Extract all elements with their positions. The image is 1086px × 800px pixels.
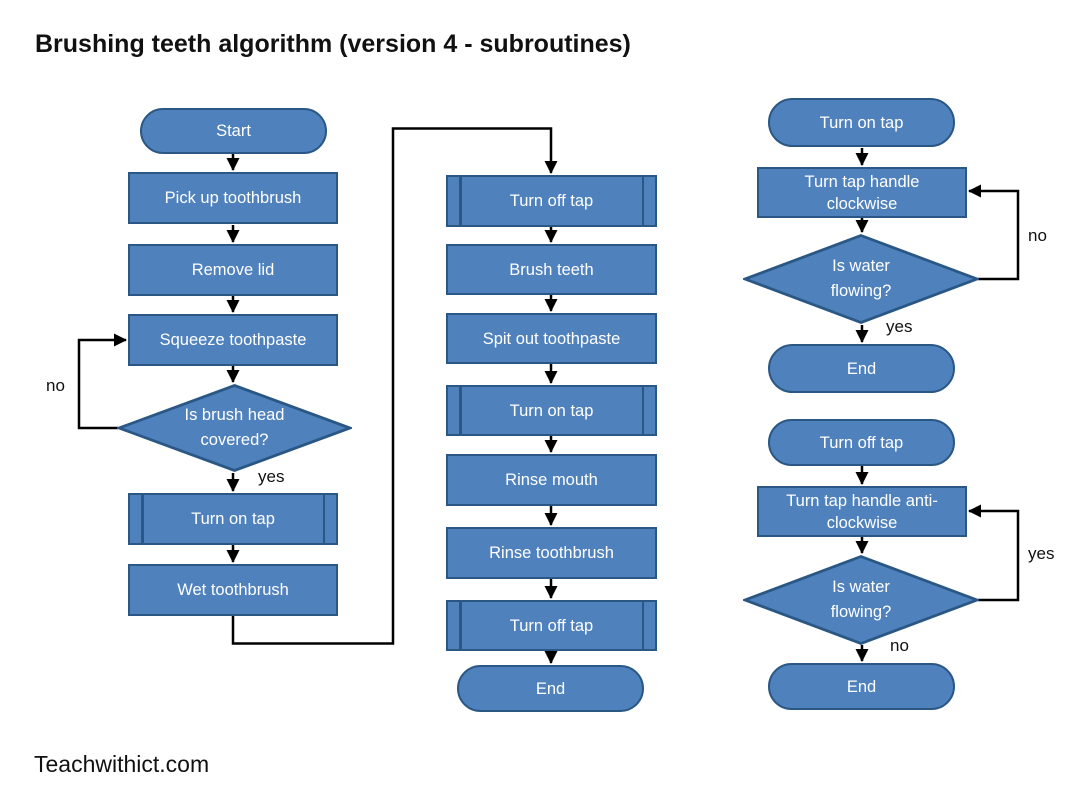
edge-label-no-main: no [46,376,65,395]
subroutine-call-turn-off-tap-1: Turn off tap [446,175,657,227]
decision-diamond-shape [117,384,352,472]
decision-diamond-shape [743,234,979,324]
process-brush-teeth: Brush teeth [446,244,657,295]
arrow-decision1-no-loop [77,333,127,430]
arrow-sub1-decision-no-loop [968,184,1020,281]
page-title: Brushing teeth algorithm (version 4 - su… [35,30,631,58]
process-squeeze-toothpaste: Squeeze toothpaste [128,314,338,366]
process-wet-toothbrush: Wet toothbrush [128,564,338,616]
subroutine-call-turn-off-tap-2-label: Turn off tap [509,616,594,635]
process-remove-lid: Remove lid [128,244,338,296]
arrow-wet-to-turnofftap1 [231,127,558,645]
decision-is-water-flowing-1: Is water flowing? [743,234,979,324]
process-turn-tap-handle-anticlockwise: Turn tap handle anti-clockwise [757,486,967,537]
edge-label-yes-sub1: yes [886,317,913,336]
subroutine-call-turn-on-tap-1-label: Turn on tap [191,510,275,528]
terminator-sub2-turn-off-tap-label: Turn off tap [819,433,904,452]
process-spit-out-toothpaste-label: Spit out toothpaste [482,329,621,348]
process-rinse-mouth: Rinse mouth [446,454,657,506]
terminator-end-main-label: End [535,679,566,698]
edge-label-yes-sub2: yes [1028,544,1055,563]
process-squeeze-toothpaste-label: Squeeze toothpaste [159,331,307,349]
process-rinse-toothbrush: Rinse toothbrush [446,527,657,579]
decision-diamond-shape [743,555,979,645]
process-rinse-toothbrush-label: Rinse toothbrush [489,544,614,562]
decision-is-water-flowing-2: Is water flowing? [743,555,979,645]
process-turn-tap-handle-clockwise-label: Turn tap handle clockwise [804,172,920,213]
process-spit-out-toothpaste: Spit out toothpaste [446,313,657,364]
subroutine-call-turn-off-tap-2: Turn off tap [446,600,657,651]
terminator-start-label: Start [216,122,251,140]
decision-is-brush-head-covered: Is brush head covered? [117,384,352,472]
decision-is-water-flowing-2-label: Is water flowing? [830,578,892,621]
process-rinse-mouth-label: Rinse mouth [505,471,598,489]
edge-label-no-sub1: no [1028,226,1047,245]
footer-watermark: Teachwithict.com [34,751,210,777]
decision-is-water-flowing-1-label: Is water flowing? [830,257,892,300]
terminator-sub1-turn-on-tap: Turn on tap [768,98,955,147]
process-turn-tap-handle-clockwise: Turn tap handle clockwise [757,167,967,218]
process-wet-toothbrush-label: Wet toothbrush [177,581,289,599]
edge-label-no-sub2: no [890,636,909,655]
subroutine-call-turn-on-tap-2: Turn on tap [446,385,657,436]
terminator-sub1-turn-on-tap-label: Turn on tap [819,113,904,132]
terminator-sub2-turn-off-tap: Turn off tap [768,419,955,466]
terminator-sub1-end: End [768,344,955,393]
terminator-sub2-end: End [768,663,955,710]
subroutine-call-turn-on-tap-2-label: Turn on tap [509,401,594,420]
process-turn-tap-handle-anticlockwise-label: Turn tap handle anti-clockwise [786,491,938,532]
process-pick-up-toothbrush-label: Pick up toothbrush [164,189,302,207]
process-remove-lid-label: Remove lid [191,261,275,279]
subroutine-call-turn-on-tap-1: Turn on tap [128,493,338,545]
edge-label-yes-main: yes [258,467,285,486]
terminator-end-main: End [457,665,644,712]
subroutine-call-turn-off-tap-1-label: Turn off tap [509,192,594,210]
decision-is-brush-head-covered-label: Is brush head covered? [184,406,285,449]
arrow-sub2-decision-yes-loop [968,504,1020,602]
terminator-sub2-end-label: End [846,677,877,696]
process-pick-up-toothbrush: Pick up toothbrush [128,172,338,224]
process-brush-teeth-label: Brush teeth [509,260,594,279]
terminator-sub1-end-label: End [846,359,877,378]
terminator-start: Start [140,108,327,154]
